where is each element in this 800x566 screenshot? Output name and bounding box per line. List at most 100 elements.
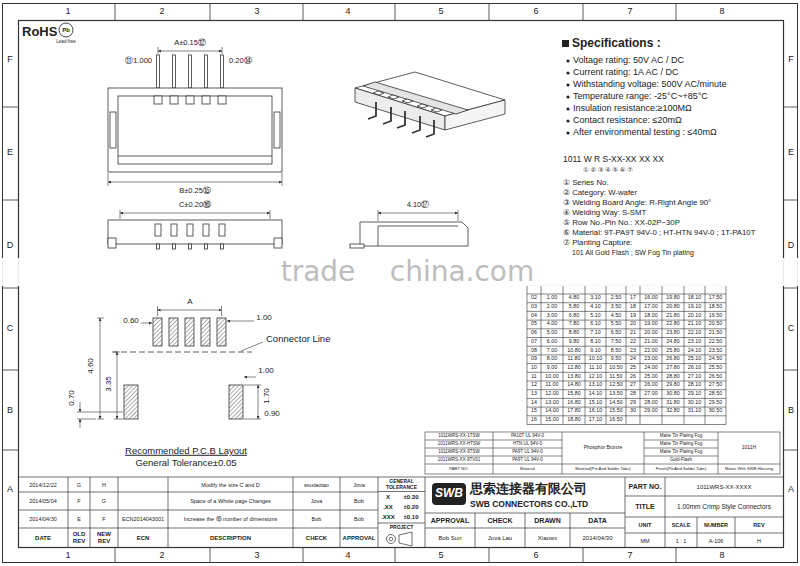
projection-symbol-part bbox=[387, 535, 396, 544]
title-block-grid-part bbox=[68, 477, 340, 548]
top-view-part bbox=[221, 55, 224, 88]
revision-cell: G bbox=[77, 481, 81, 487]
table-cell: 24.80 bbox=[666, 339, 679, 345]
grid-ref: 2 bbox=[159, 551, 164, 561]
pcb-layout-part-part bbox=[258, 385, 259, 419]
spec-text: Specifications : bbox=[572, 37, 661, 50]
grid-ref: 5 bbox=[438, 551, 443, 561]
table-cell: 22 bbox=[630, 339, 636, 345]
side-view-part bbox=[378, 226, 458, 227]
table-cell: 6.10 bbox=[590, 322, 600, 328]
top-view-part bbox=[157, 55, 160, 88]
material-table-grid-part bbox=[425, 432, 780, 474]
table-cell: 25.00 bbox=[644, 374, 657, 380]
pcb-layout-part bbox=[77, 306, 261, 428]
material-cell: Matte Tin Plating Fog bbox=[660, 450, 703, 455]
table-cell: 5.50 bbox=[611, 322, 621, 328]
table-cell: 7.80 bbox=[569, 322, 579, 328]
front-view-part bbox=[203, 224, 209, 236]
revision-cell: DESCRIPTION bbox=[169, 535, 292, 542]
table-cell: 22.80 bbox=[666, 322, 679, 328]
table-cell: 28.10 bbox=[688, 382, 701, 388]
grid-ref: 8 bbox=[719, 7, 724, 17]
pcb-layout-part-part bbox=[114, 352, 123, 419]
approval-cell: DRAWN bbox=[534, 517, 560, 525]
table-cell: 4.50 bbox=[611, 313, 621, 319]
pcb-layout-part-part bbox=[80, 402, 81, 412]
pcb-layout-part-part bbox=[80, 419, 81, 428]
table-cell: 10.10 bbox=[589, 356, 602, 362]
title-cell: 1011WRS-XX-XXXX bbox=[697, 483, 752, 490]
grid-ref: 2 bbox=[159, 7, 164, 17]
material-cell: Matte Tin Plating Fog bbox=[660, 434, 703, 439]
grid-ref: 3 bbox=[254, 7, 259, 17]
revision-cell: wuxiaotao bbox=[304, 481, 329, 487]
size-table-grid-part bbox=[527, 285, 726, 424]
table-cell: 30.80 bbox=[666, 391, 679, 397]
table-cell: 4.80 bbox=[569, 295, 579, 301]
table-cell: 13.50 bbox=[609, 391, 622, 397]
table-cell: 19.10 bbox=[688, 304, 701, 310]
table-cell: 18.10 bbox=[688, 295, 701, 301]
revision-cell: DATE bbox=[19, 535, 67, 542]
part-code: 101 All Gold Flash ; SW Fog Tin plating bbox=[572, 249, 694, 257]
table-cell: 2.00 bbox=[547, 304, 557, 310]
pcb-layout-part-part bbox=[227, 321, 254, 322]
table-cell: 21.10 bbox=[688, 322, 701, 328]
top-view-part bbox=[108, 182, 282, 183]
company-logo bbox=[432, 483, 466, 505]
grid-ref: E bbox=[788, 148, 794, 158]
revision-cell: ECN2014043001 bbox=[122, 516, 164, 522]
spec-bullets-part bbox=[566, 83, 569, 86]
front-view-part bbox=[274, 238, 282, 248]
tolerance: .XXX bbox=[381, 514, 395, 521]
side-view-part bbox=[350, 244, 364, 248]
table-cell: 19 bbox=[630, 313, 636, 319]
table-cell: 15.00 bbox=[545, 417, 558, 423]
table-cell: 29.00 bbox=[644, 409, 657, 415]
part-code: ④ Welding Way: S-SMT bbox=[563, 209, 646, 218]
grid-ref: C bbox=[7, 324, 14, 334]
revision-cell: G bbox=[102, 498, 106, 504]
title-block-grid-part bbox=[19, 477, 784, 478]
table-cell: 10.50 bbox=[609, 365, 622, 371]
grid-ref: 7 bbox=[627, 551, 632, 561]
lead-free-mark bbox=[59, 23, 73, 37]
top-view-part bbox=[189, 55, 192, 88]
table-cell: 23.80 bbox=[666, 330, 679, 336]
company-name: SWB bbox=[435, 487, 463, 500]
top-view-part bbox=[108, 47, 282, 186]
pcb-layout-part-part bbox=[158, 306, 222, 316]
dimension: 4.10⑰ bbox=[407, 201, 430, 209]
table-cell: 13.80 bbox=[567, 374, 580, 380]
table-cell: 6.00 bbox=[547, 339, 557, 345]
table-cell: 20.10 bbox=[688, 313, 701, 319]
table-cell: 22.00 bbox=[644, 348, 657, 354]
table-cell: 10 bbox=[531, 365, 537, 371]
grid-ref: F bbox=[788, 55, 794, 65]
table-cell: 20 bbox=[630, 322, 636, 328]
isometric-view-part bbox=[445, 100, 505, 130]
pcb-dimension: 4.60 bbox=[87, 358, 96, 374]
revision-cell: E bbox=[77, 516, 81, 522]
pcb-layout-part-part bbox=[158, 310, 222, 311]
table-cell: 10.80 bbox=[567, 348, 580, 354]
revision-cell: CHECK bbox=[294, 535, 339, 542]
front-view-part bbox=[120, 213, 270, 214]
table-cell: 8.80 bbox=[569, 330, 579, 336]
grid-ref: B bbox=[788, 406, 794, 416]
table-cell: 15 bbox=[531, 409, 537, 415]
part-code: ② Category: W-wafer bbox=[563, 189, 637, 198]
table-cell: 9.00 bbox=[547, 365, 557, 371]
approval-cell: Bob Sun bbox=[438, 535, 461, 542]
table-cell: 26 bbox=[630, 374, 636, 380]
table-cell: 26.80 bbox=[666, 356, 679, 362]
material-cell: PART NO. bbox=[449, 467, 468, 472]
table-cell: 18 bbox=[630, 304, 636, 310]
table-cell: 27 bbox=[630, 382, 636, 388]
table-cell: 3.10 bbox=[590, 295, 600, 301]
grid-ref: F bbox=[7, 55, 13, 65]
table-cell: 21.50 bbox=[709, 330, 722, 336]
spec-bullets-part bbox=[566, 71, 569, 74]
